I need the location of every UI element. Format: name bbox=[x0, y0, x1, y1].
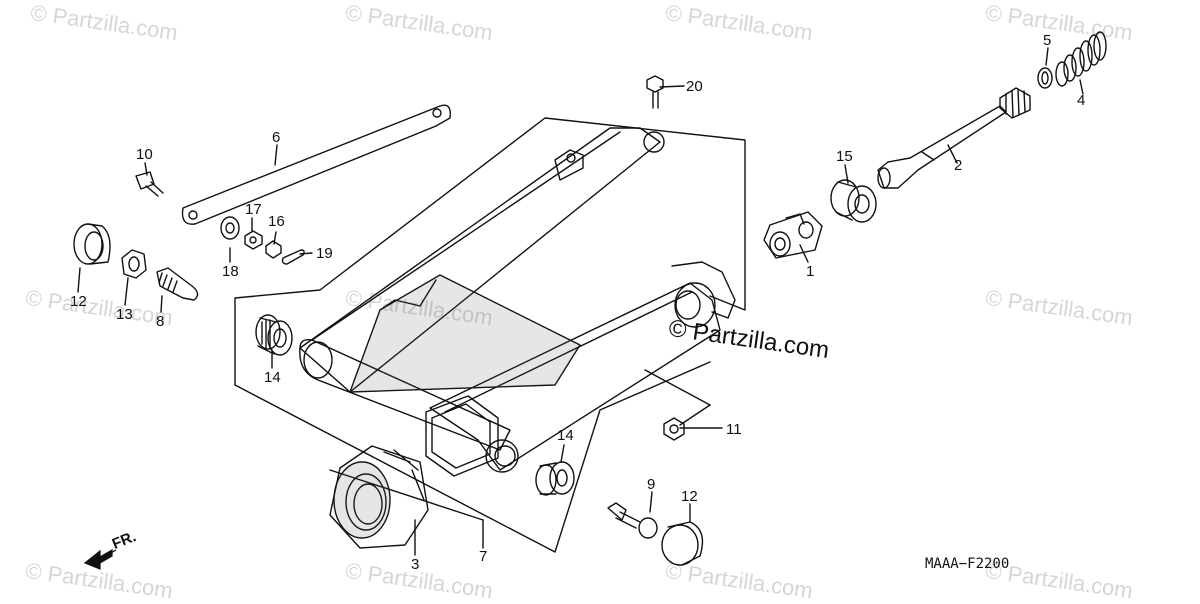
spring-4 bbox=[1055, 31, 1107, 87]
callout-17[interactable]: 17 bbox=[245, 201, 262, 218]
oil-seal-12-left bbox=[73, 223, 111, 265]
lock-nut-13 bbox=[121, 249, 147, 279]
washer-18 bbox=[220, 216, 240, 240]
pivot-bolt-8 bbox=[156, 267, 199, 301]
universal-joint-1 bbox=[763, 211, 823, 259]
bolt-9 bbox=[607, 502, 658, 539]
nut-17 bbox=[244, 230, 263, 250]
assembly-outline bbox=[234, 117, 746, 386]
callout-19[interactable]: 19 bbox=[316, 245, 333, 262]
bolt-10 bbox=[135, 171, 164, 197]
assembly-outline-lower bbox=[234, 361, 711, 553]
bearing-15 bbox=[830, 179, 877, 223]
callout-9[interactable]: 9 bbox=[647, 476, 656, 493]
callout-3[interactable]: 3 bbox=[411, 556, 420, 573]
bearing-14-right bbox=[535, 461, 575, 496]
callout-8[interactable]: 8 bbox=[156, 313, 165, 330]
callout-15[interactable]: 15 bbox=[836, 148, 853, 165]
nut-16 bbox=[265, 240, 282, 259]
callout-20[interactable]: 20 bbox=[686, 78, 703, 95]
diagram-code: MAAA−F2200 bbox=[925, 556, 1010, 572]
callout-14-left[interactable]: 14 bbox=[264, 369, 281, 386]
callout-4[interactable]: 4 bbox=[1077, 92, 1086, 109]
nut-11 bbox=[663, 417, 685, 441]
callout-16[interactable]: 16 bbox=[268, 213, 285, 230]
callout-12-left[interactable]: 12 bbox=[70, 293, 87, 310]
front-direction-arrow bbox=[83, 548, 117, 570]
leader-lines bbox=[77, 47, 1084, 556]
bolt-20 bbox=[646, 75, 664, 109]
snap-ring-5 bbox=[1037, 67, 1053, 89]
callout-14-right[interactable]: 14 bbox=[557, 427, 574, 444]
callout-5[interactable]: 5 bbox=[1043, 32, 1052, 49]
callout-12-right[interactable]: 12 bbox=[681, 488, 698, 505]
cotter-pin-19 bbox=[281, 249, 305, 265]
callout-13[interactable]: 13 bbox=[116, 306, 133, 323]
callout-2[interactable]: 2 bbox=[954, 157, 963, 174]
callout-6[interactable]: 6 bbox=[272, 129, 281, 146]
swingarm bbox=[299, 127, 736, 477]
cap-12-right bbox=[661, 521, 704, 566]
callout-7[interactable]: 7 bbox=[479, 548, 488, 565]
callout-10[interactable]: 10 bbox=[136, 146, 153, 163]
torque-rod bbox=[181, 104, 451, 225]
drive-shaft-2 bbox=[877, 87, 1031, 189]
callout-1[interactable]: 1 bbox=[806, 263, 815, 280]
shading bbox=[334, 275, 580, 538]
callout-18[interactable]: 18 bbox=[222, 263, 239, 280]
bearing-14-left bbox=[255, 314, 293, 356]
callout-11[interactable]: 11 bbox=[726, 421, 742, 438]
dust-boot-3 bbox=[329, 445, 429, 549]
